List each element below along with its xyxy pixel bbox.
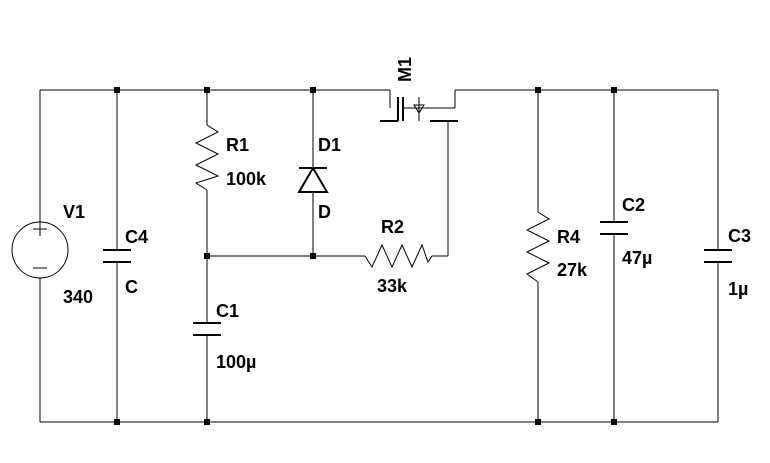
r1-value-label: 100k	[226, 169, 267, 189]
v1-ref-label: V1	[63, 202, 85, 222]
r2-ref-label: R2	[381, 217, 404, 237]
r4-ref-label: R4	[557, 227, 580, 247]
capacitor-c2	[600, 221, 628, 235]
c3-value-label: 1µ	[728, 279, 748, 299]
c1-value-label: 100µ	[216, 352, 256, 372]
mosfet-m1	[380, 90, 458, 126]
d1-value-label: D	[318, 202, 331, 222]
resistor-r4	[525, 211, 551, 283]
junction-dots	[114, 87, 617, 425]
resistor-r1	[194, 124, 220, 191]
v1-value-label: 340	[63, 287, 93, 307]
m1-ref-label: M1	[395, 57, 415, 82]
c4-ref-label: C4	[125, 227, 148, 247]
diode-d1	[297, 166, 329, 193]
c3-ref-label: C3	[728, 226, 751, 246]
capacitor-c1	[193, 322, 221, 336]
capacitor-c4	[103, 249, 131, 263]
capacitor-c3	[704, 249, 732, 263]
wires	[39, 89, 719, 423]
voltage-source-v1	[11, 221, 69, 279]
r1-ref-label: R1	[226, 135, 249, 155]
c2-ref-label: C2	[622, 195, 645, 215]
d1-ref-label: D1	[318, 135, 341, 155]
c2-value-label: 47µ	[622, 248, 652, 268]
r2-value-label: 33k	[377, 276, 408, 296]
c4-value-label: C	[125, 277, 138, 297]
c1-ref-label: C1	[216, 301, 239, 321]
resistor-r2	[364, 243, 433, 269]
r4-value-label: 27k	[557, 260, 588, 280]
